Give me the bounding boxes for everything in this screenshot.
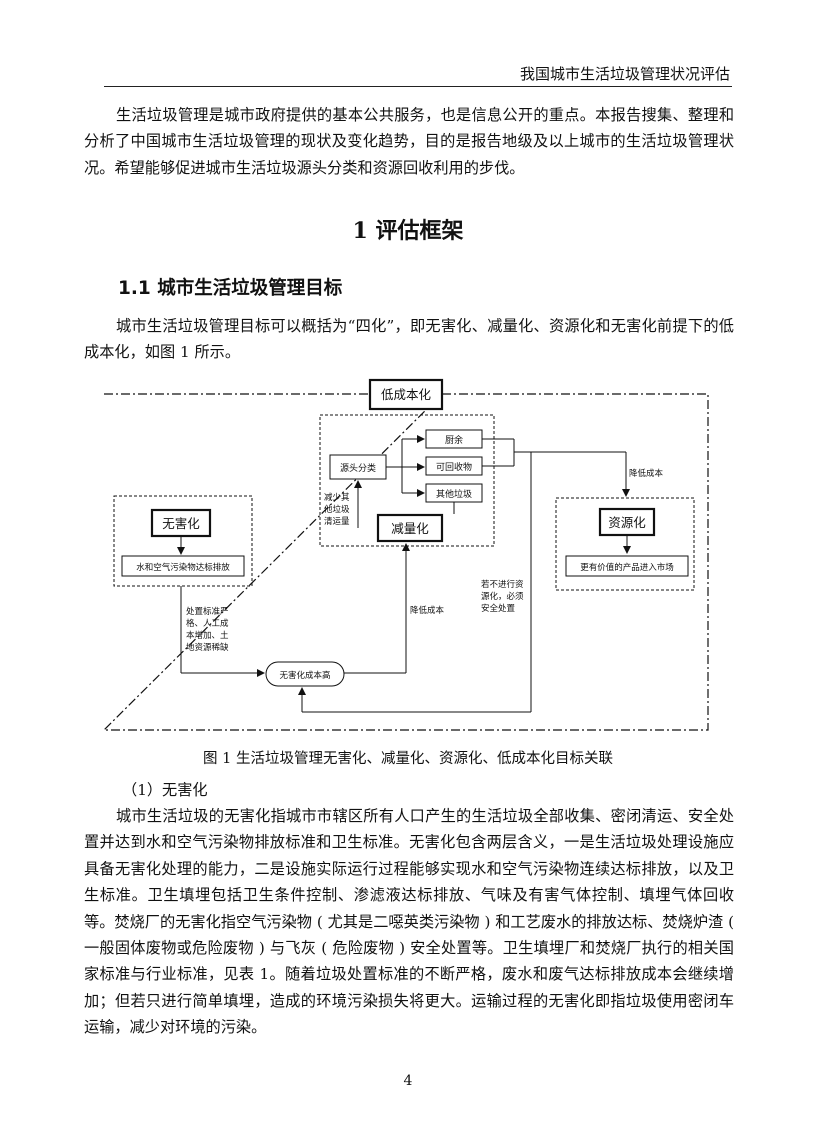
lower-cost-top-label: 降低成本 bbox=[629, 468, 664, 479]
recyclable-label: 可回收物 bbox=[436, 461, 472, 473]
figure-caption: 图 1 生活垃圾管理无害化、减量化、资源化、低成本化目标关联 bbox=[203, 751, 613, 767]
reduce-other-line2: 他垃圾 bbox=[324, 504, 350, 515]
harmless-box bbox=[150, 508, 212, 538]
low-cost-label: 低成本化 bbox=[381, 387, 432, 402]
header-title: 我国城市生活垃圾管理状况评估 bbox=[519, 65, 730, 83]
page-number: 4 bbox=[403, 1073, 413, 1089]
other-label: 其他垃圾 bbox=[436, 488, 472, 500]
goals-diagram: 低成本化 源头分类 厨余 可回收物 其他垃圾 降低成本 若不进行资 源化，必须 … bbox=[102, 378, 709, 731]
strict-line4: 地资源稀缺 bbox=[186, 642, 229, 653]
outer-boundary bbox=[102, 393, 709, 731]
harmless-label: 无害化 bbox=[162, 516, 200, 531]
high-cost-label: 无害化成本高 bbox=[279, 670, 330, 681]
emission-box bbox=[121, 555, 245, 577]
kitchen-label: 厨余 bbox=[445, 434, 463, 446]
if-not-line2: 源化，必须 bbox=[481, 591, 524, 602]
harmless-paragraph: 城市生活垃圾的无害化指城市市辖区所有人口产生的生活垃圾全部收集、密闭清运、安全处… bbox=[84, 807, 734, 1037]
subsection-title: 1.1 城市生活垃圾管理目标 bbox=[118, 278, 343, 299]
reduce-other-line3: 清运量 bbox=[324, 516, 350, 527]
resource-label: 资源化 bbox=[608, 515, 646, 530]
strict-line3: 本增加、土 bbox=[186, 630, 229, 641]
lower-cost-mid-label: 降低成本 bbox=[410, 605, 445, 616]
strict-line2: 格、人工成 bbox=[186, 618, 229, 629]
goals-paragraph: 城市生活垃圾管理目标可以概括为“四化”，即无害化、减量化、资源化和无害化前提下的… bbox=[84, 317, 734, 362]
reduction-box bbox=[376, 513, 444, 543]
subsection-harmless: （1）无害化 bbox=[122, 781, 208, 799]
reduction-label: 减量化 bbox=[391, 521, 429, 536]
harmless-region bbox=[113, 495, 253, 587]
if-not-line1: 若不进行资 bbox=[481, 579, 524, 590]
high-cost-box bbox=[265, 661, 345, 687]
valuable-label: 更有价值的产品进入市场 bbox=[580, 562, 674, 573]
running-header: 我国城市生活垃圾管理状况评估 bbox=[104, 58, 732, 87]
intro-paragraph: 生活垃圾管理是城市政府提供的基本公共服务，也是信息公开的重点。本报告搜集、整理和… bbox=[84, 106, 734, 177]
section-title: 1 评估框架 bbox=[352, 218, 464, 244]
strict-line1: 处置标准严 bbox=[186, 606, 229, 617]
emission-label: 水和空气污染物达标排放 bbox=[136, 562, 230, 573]
source-sort-label: 源头分类 bbox=[340, 462, 376, 474]
low-cost-box bbox=[368, 378, 444, 411]
valuable-box bbox=[565, 555, 689, 577]
if-not-line3: 安全处置 bbox=[481, 603, 516, 614]
reduce-other-line1: 减少其 bbox=[324, 492, 350, 503]
